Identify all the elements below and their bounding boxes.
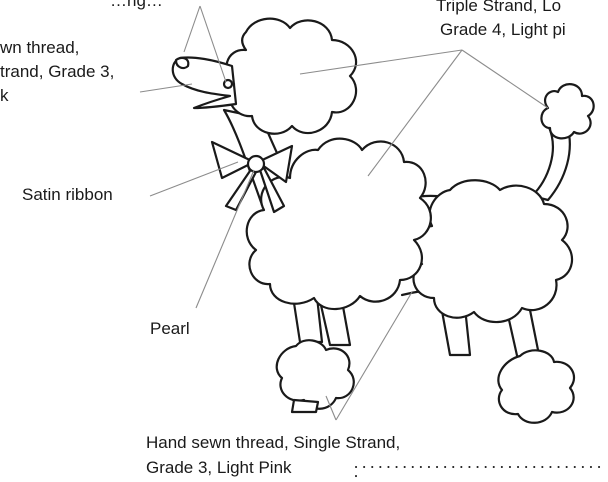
leader-pompom-1 <box>299 49 463 75</box>
pearl-bead <box>246 154 266 174</box>
rear-body-pompom <box>412 179 573 324</box>
leader-pompom-3 <box>461 49 549 109</box>
poodle-illustration <box>171 17 595 424</box>
bow-right-wing <box>256 144 294 184</box>
label-pompom-thread-line1: Triple Strand, Lo <box>436 0 561 15</box>
label-head-thread-line3: k <box>0 86 9 105</box>
back-paw-pompom <box>497 349 576 424</box>
dotted-indicator <box>355 466 605 482</box>
label-pearl: Pearl <box>150 319 190 338</box>
head-pompom <box>225 17 358 135</box>
labels: …ng… wn thread, trand, Grade 3, k Triple… <box>0 0 566 477</box>
leader-satin-ribbon <box>149 161 239 197</box>
bow-left-wing <box>210 140 256 180</box>
label-satin-ribbon: Satin ribbon <box>22 185 113 204</box>
label-top-left-partial: …ng… <box>110 0 163 10</box>
front-paw-foot-left <box>290 398 320 414</box>
leader-top-left-1 <box>183 5 201 53</box>
leader-lines <box>139 5 549 421</box>
front-paw-pompom-left <box>275 339 355 410</box>
nose <box>174 56 190 70</box>
leader-body-thread-1 <box>325 395 337 421</box>
tail <box>530 120 571 202</box>
leader-body-thread-2 <box>335 291 413 421</box>
front-body-pompom <box>245 137 432 311</box>
label-body-thread-line2: Grade 3, Light Pink <box>146 458 292 477</box>
leader-top-left-2 <box>199 5 227 83</box>
tail-pompom <box>540 83 595 140</box>
leader-pearl <box>195 169 255 309</box>
label-pompom-thread-line2: Grade 4, Light pi <box>440 20 566 39</box>
leader-pompom-2 <box>367 49 463 177</box>
label-head-thread-line2: trand, Grade 3, <box>0 62 114 81</box>
label-head-thread-line1: wn thread, <box>0 38 79 57</box>
label-body-thread-line1: Hand sewn thread, Single Strand, <box>146 433 400 452</box>
leader-head-thread <box>139 83 193 93</box>
